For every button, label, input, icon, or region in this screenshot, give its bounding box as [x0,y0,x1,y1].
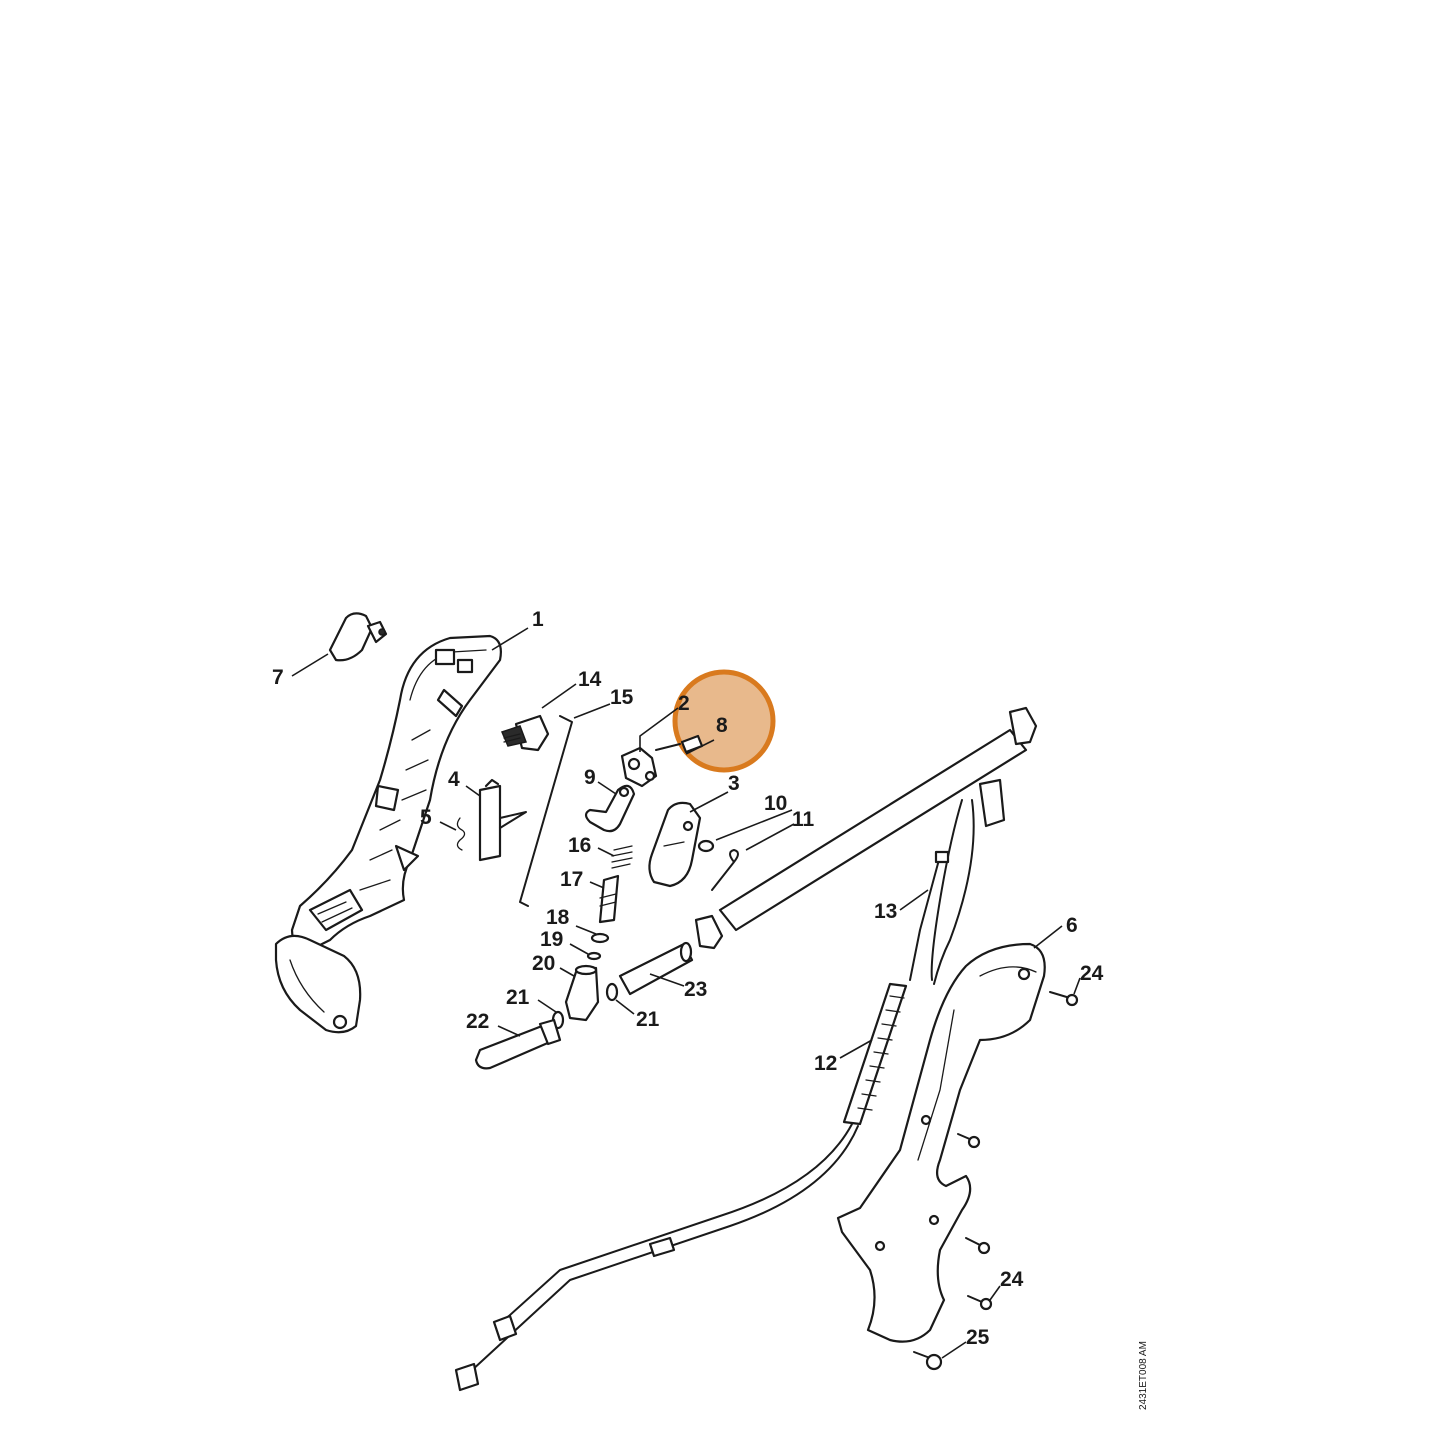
part-3-throttle-trigger[interactable] [648,801,702,888]
screw-mid-2[interactable] [965,1237,991,1255]
part-12-cable-with-guard[interactable] [454,982,908,1392]
hose-with-clamps[interactable] [694,706,1038,950]
callout-24-top[interactable]: 24 [1080,962,1104,985]
callout-15[interactable]: 15 [610,686,634,709]
part-10-sleeve[interactable] [697,839,715,853]
part-17-valve-stem[interactable] [598,874,620,924]
leader-lines [291,627,1081,1359]
part-23-connector[interactable] [618,941,694,996]
callout-23[interactable]: 23 [684,978,707,1001]
part-24-screw-top[interactable] [1049,991,1079,1007]
callout-6[interactable]: 6 [1066,914,1078,937]
callout-1[interactable]: 1 [532,608,544,631]
callout-13[interactable]: 13 [874,900,897,923]
callout-21-left[interactable]: 21 [506,986,530,1009]
callout-3[interactable]: 3 [728,772,740,795]
part-18-o-ring[interactable] [590,932,610,944]
part-21-o-ring-right[interactable] [605,982,619,1002]
part-13-wiring-harness[interactable] [909,778,1006,985]
callout-14[interactable]: 14 [578,668,602,691]
callout-12[interactable]: 12 [814,1052,837,1075]
part-5-spring[interactable] [456,817,466,851]
part-11-spring[interactable] [711,849,739,891]
part-2-trigger-block[interactable] [620,746,658,788]
callout-21-right[interactable]: 21 [636,1008,660,1031]
callout-4[interactable]: 4 [448,768,460,791]
callout-18[interactable]: 18 [546,906,570,929]
callout-19[interactable]: 19 [540,928,563,951]
callout-labels: 1 2 3 4 5 6 7 8 9 10 11 12 13 14 15 16 1… [272,608,1104,1349]
callout-17[interactable]: 17 [560,868,583,891]
callout-16[interactable]: 16 [568,834,591,857]
part-14-switch[interactable] [500,714,550,752]
part-15-rod[interactable] [519,715,573,907]
callout-9[interactable]: 9 [584,766,596,789]
drawing-code: 2431ET008 AM [1138,1341,1149,1410]
callout-7[interactable]: 7 [272,666,284,689]
part-8-shaft [655,743,681,751]
part-19-o-ring[interactable] [586,951,602,961]
callout-24-bottom[interactable]: 24 [1000,1268,1024,1291]
part-16-spring[interactable] [611,845,633,869]
part-25-screw[interactable] [913,1351,943,1371]
callout-20[interactable]: 20 [532,952,555,975]
part-22-plug[interactable] [474,1018,562,1070]
part-6-handle-housing[interactable] [836,942,1046,1343]
callout-11[interactable]: 11 [792,808,815,831]
part-20-elbow-fitting[interactable] [564,964,600,1022]
part-24-screw-bottom[interactable] [967,1295,993,1311]
callout-22[interactable]: 22 [466,1010,489,1033]
part-9-lever-arm[interactable] [584,784,636,833]
callout-8[interactable]: 8 [716,714,728,737]
callout-10[interactable]: 10 [764,792,787,815]
part-1-handle-housing[interactable] [274,634,502,1034]
callout-2[interactable]: 2 [678,692,690,715]
screw-mid-1[interactable] [957,1133,981,1149]
callout-5[interactable]: 5 [420,806,432,829]
callout-25[interactable]: 25 [966,1326,990,1349]
part-4-slide-bar[interactable] [478,778,527,862]
part-7-grip-cap[interactable] [328,612,388,662]
